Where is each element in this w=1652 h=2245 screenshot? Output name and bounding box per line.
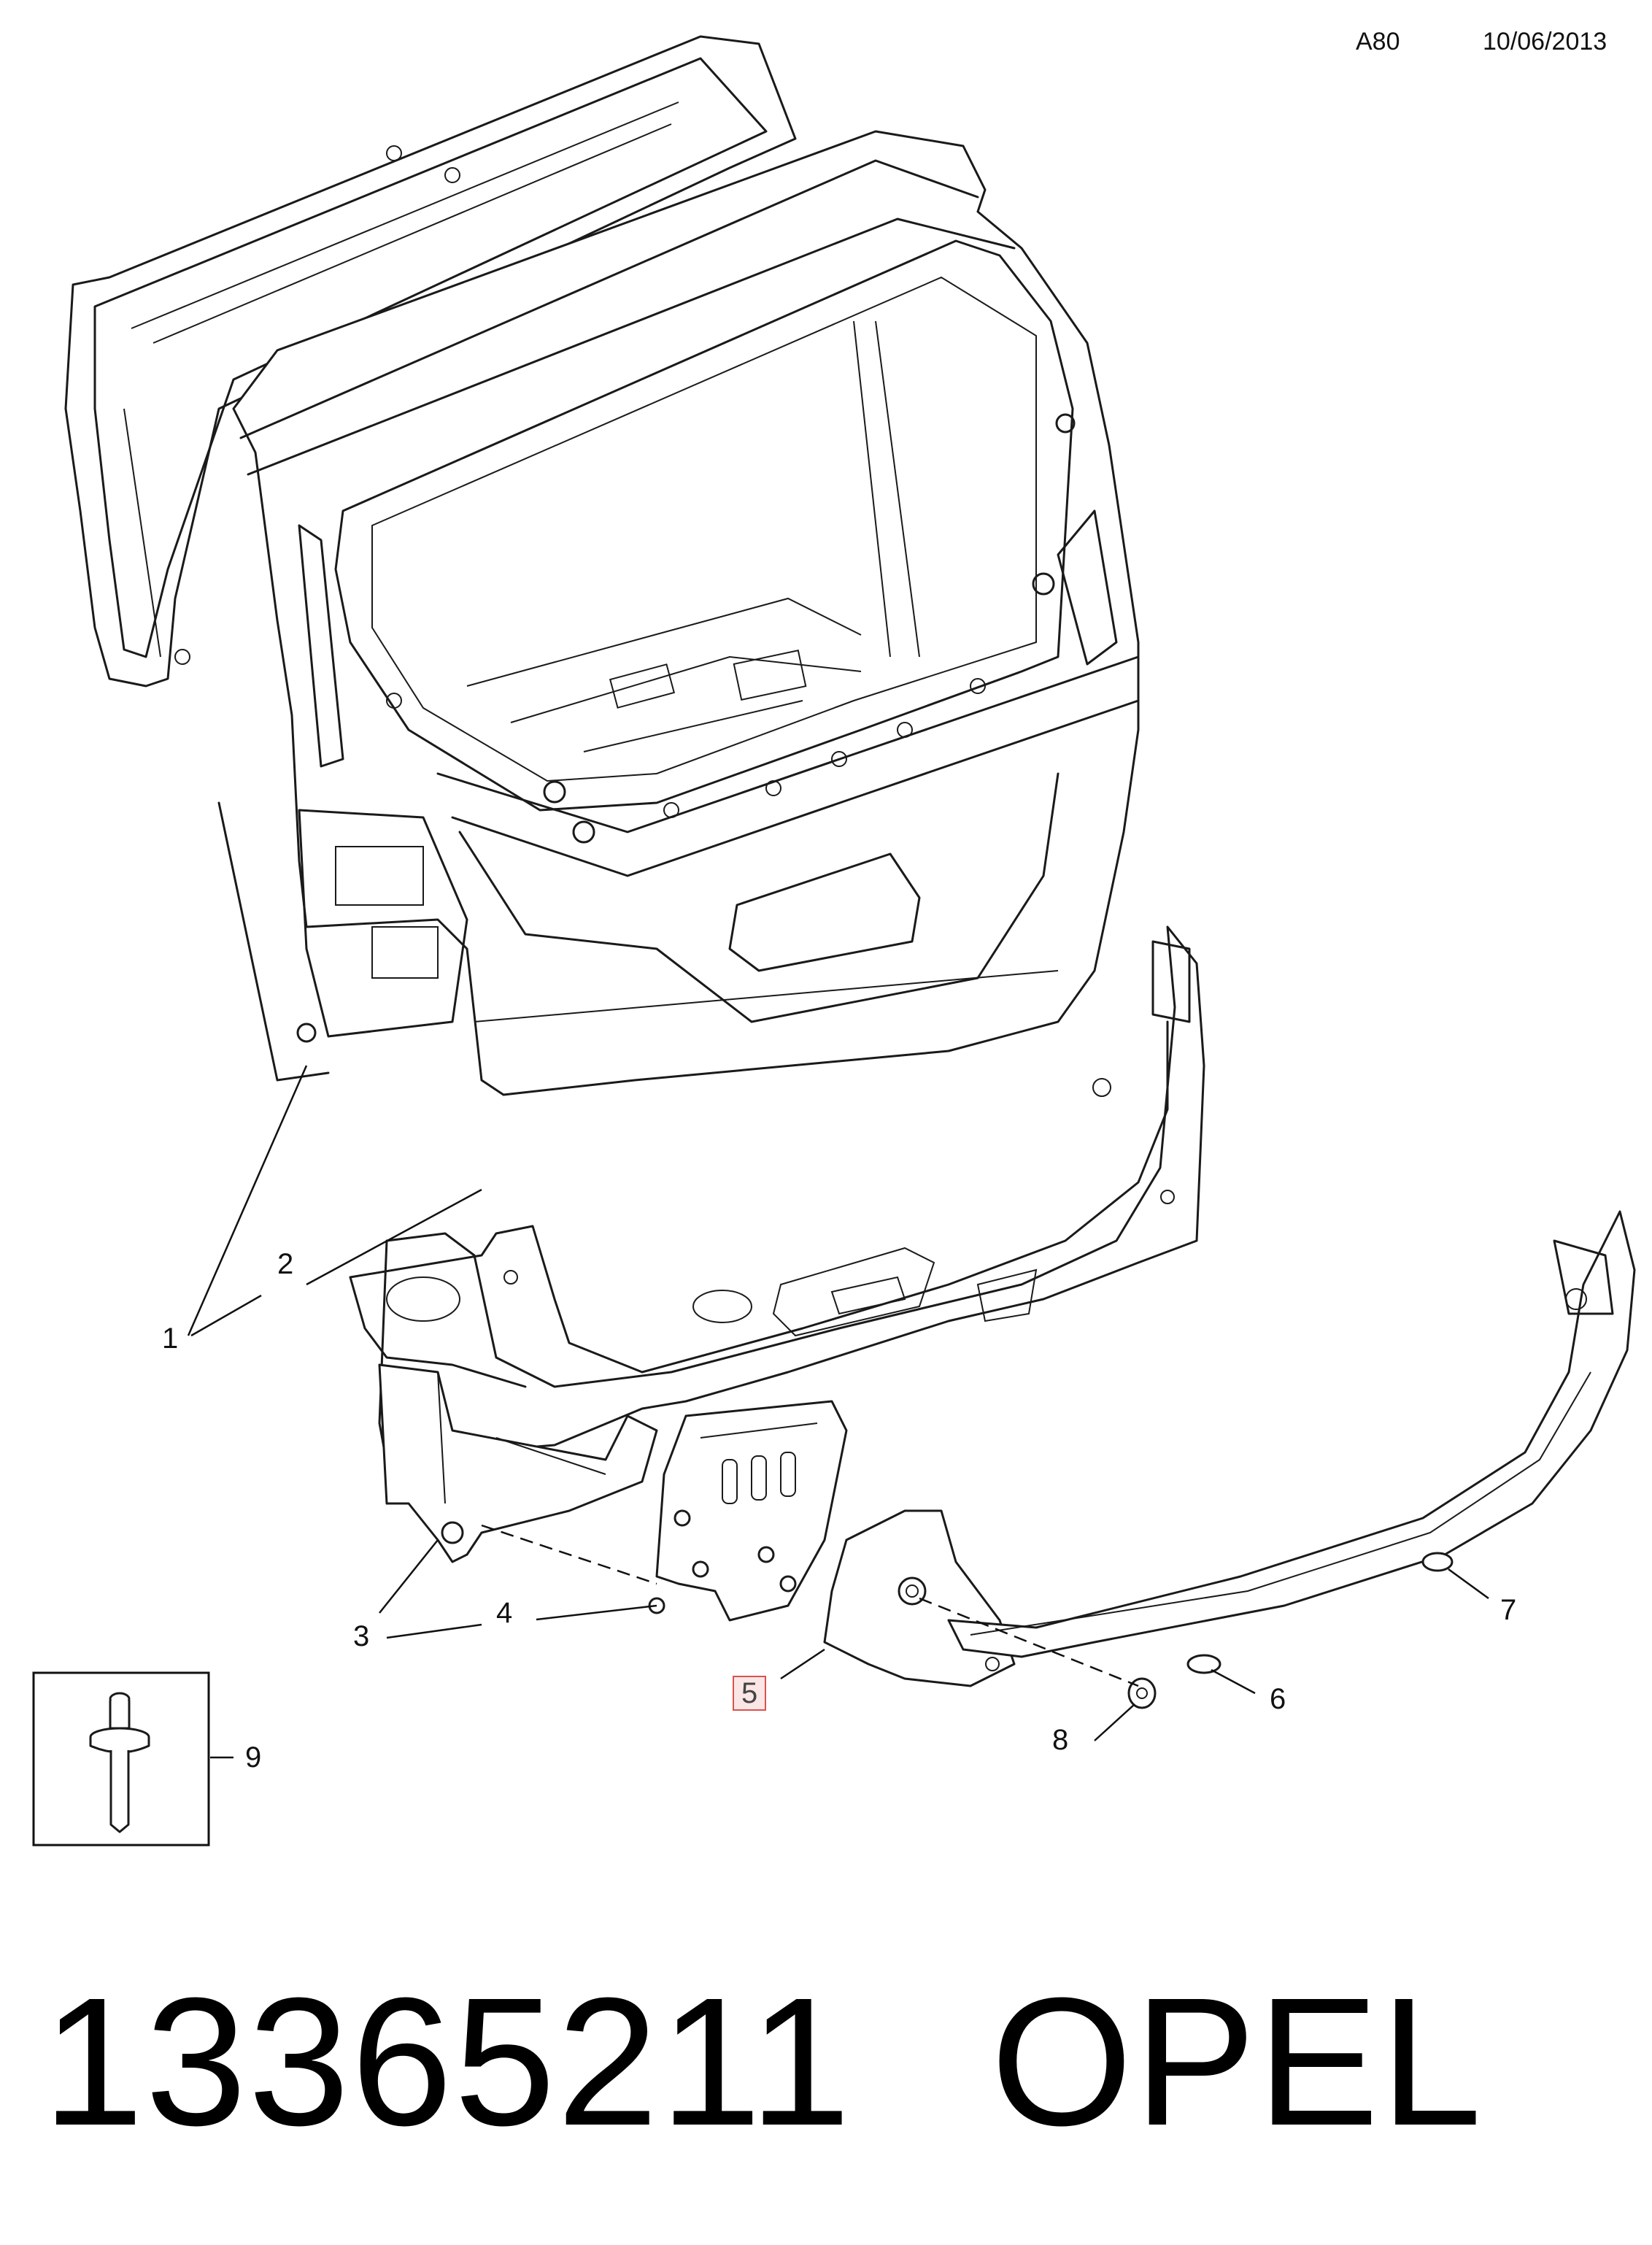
rear-sill-rail: [947, 1210, 1636, 1658]
callout-6[interactable]: 6: [1270, 1683, 1286, 1715]
fasteners: [1127, 1552, 1454, 1709]
tailgate-inner-frame: [64, 35, 797, 1082]
callout-2[interactable]: 2: [277, 1248, 294, 1280]
diagram-date: 10/06/2013: [1483, 28, 1607, 55]
callout-4[interactable]: 4: [496, 1597, 513, 1629]
fastener-7: [1421, 1552, 1454, 1572]
fastener-6: [1186, 1654, 1221, 1674]
callout-7[interactable]: 7: [1500, 1594, 1517, 1626]
callout-3[interactable]: 3: [353, 1620, 370, 1652]
callout-1[interactable]: 1: [162, 1322, 179, 1355]
left-support-bracket: [378, 1363, 658, 1563]
part-number: 13365211: [42, 1960, 852, 2163]
callout-8[interactable]: 8: [1052, 1724, 1069, 1756]
alignment-line-8: [919, 1597, 1139, 1687]
diagram-code: A80: [1356, 28, 1400, 55]
hinge-bracket-plate: [648, 1400, 848, 1622]
leader-lines: [187, 1065, 1489, 1759]
brand-name: OPEL: [990, 1960, 1483, 2163]
tailgate-outer-panel: [232, 130, 1140, 1096]
fastener-8: [1127, 1677, 1157, 1709]
alignment-line-4: [481, 1524, 657, 1585]
rivet-inset: [32, 1671, 210, 1847]
tailgate-lower-left-detail: [296, 809, 468, 1043]
callout-5[interactable]: 5: [733, 1676, 767, 1711]
callout-9[interactable]: 9: [245, 1741, 262, 1774]
